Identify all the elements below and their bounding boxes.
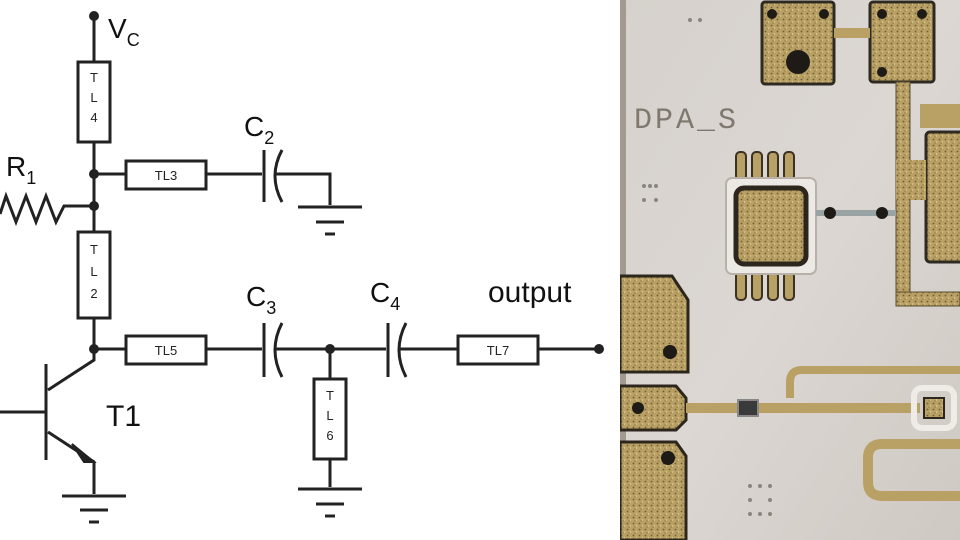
via-bridge-right [876, 207, 888, 219]
r1-label: R1 [6, 151, 36, 188]
chip-left-edge [620, 0, 626, 540]
via-pad-top-2-b [917, 9, 927, 19]
trace-right-bottom [895, 291, 960, 307]
pad-left-1 [620, 274, 690, 374]
c4-capacitor [386, 322, 408, 378]
cap-block-right-fingers [920, 104, 960, 128]
tl3-label: TL3 [155, 168, 177, 183]
via-pad-top-1-corner [767, 9, 777, 19]
c2-capacitor [262, 149, 284, 203]
inductor-core [923, 397, 945, 419]
pad-top-1 [760, 0, 836, 86]
pad-left-3 [620, 440, 688, 540]
c2-wire-out [276, 172, 332, 205]
tl6-char-2: L [326, 408, 333, 423]
c2-label: C2 [244, 111, 274, 148]
tl3-line [124, 159, 208, 191]
t1-collector [47, 349, 96, 392]
tl6-char-3: 6 [326, 428, 333, 443]
via-pad-left-3 [661, 451, 675, 465]
c2-ground [298, 205, 362, 236]
cap-block-right [924, 130, 960, 264]
chip-label: DPA_S [634, 104, 739, 138]
r1-resistor [0, 191, 94, 227]
via-pad-top-2-c [877, 67, 887, 77]
c3-label: C3 [246, 281, 276, 318]
trace-cap-right [896, 160, 926, 200]
cap-block-center [725, 151, 817, 301]
circuit-schematic: VC T L 4 TL3 C2 R1 T L 2 TL5 C3 T L 6 [0, 11, 604, 524]
resistor-small [737, 399, 759, 417]
pad-left-2 [620, 384, 688, 432]
chip-micrograph: DPA_S [620, 0, 960, 540]
tl4-char-1: T [90, 70, 98, 85]
via-pad-left-2 [632, 402, 644, 414]
tl6-ground [298, 487, 362, 518]
via-pad-top-2-a [877, 9, 887, 19]
trace-bridge [816, 210, 896, 216]
tl6-char-1: T [326, 388, 334, 403]
tl7-label: TL7 [487, 343, 509, 358]
t1-label: T1 [106, 400, 141, 433]
inductor-square [911, 385, 957, 431]
c4-label: C4 [370, 277, 400, 314]
tl4-char-3: 4 [90, 110, 97, 125]
t1-ground [62, 494, 126, 524]
tl5-label: TL5 [155, 343, 177, 358]
tl4-line [76, 60, 112, 144]
output-node [594, 344, 604, 354]
tl2-char-1: T [90, 242, 98, 257]
via-pad-left-1 [663, 345, 677, 359]
trace-top-connector [834, 28, 870, 38]
tl5-line [124, 334, 208, 366]
output-label: output [488, 276, 572, 309]
vc-label: VC [108, 13, 140, 50]
via-bridge-left [824, 207, 836, 219]
tl7-line [456, 334, 540, 366]
c3-capacitor [262, 322, 284, 378]
trace-meander-loop [786, 366, 960, 398]
trace-lower-loop [863, 439, 960, 501]
tl4-char-2: L [90, 90, 97, 105]
via-pad-top-1-corner-2 [819, 9, 829, 19]
tl2-char-2: L [90, 264, 97, 279]
via-pad-top-1 [786, 50, 810, 74]
t1-emitter-arrow [71, 443, 97, 463]
tl2-char-3: 2 [90, 286, 97, 301]
marker-dots [642, 18, 772, 516]
